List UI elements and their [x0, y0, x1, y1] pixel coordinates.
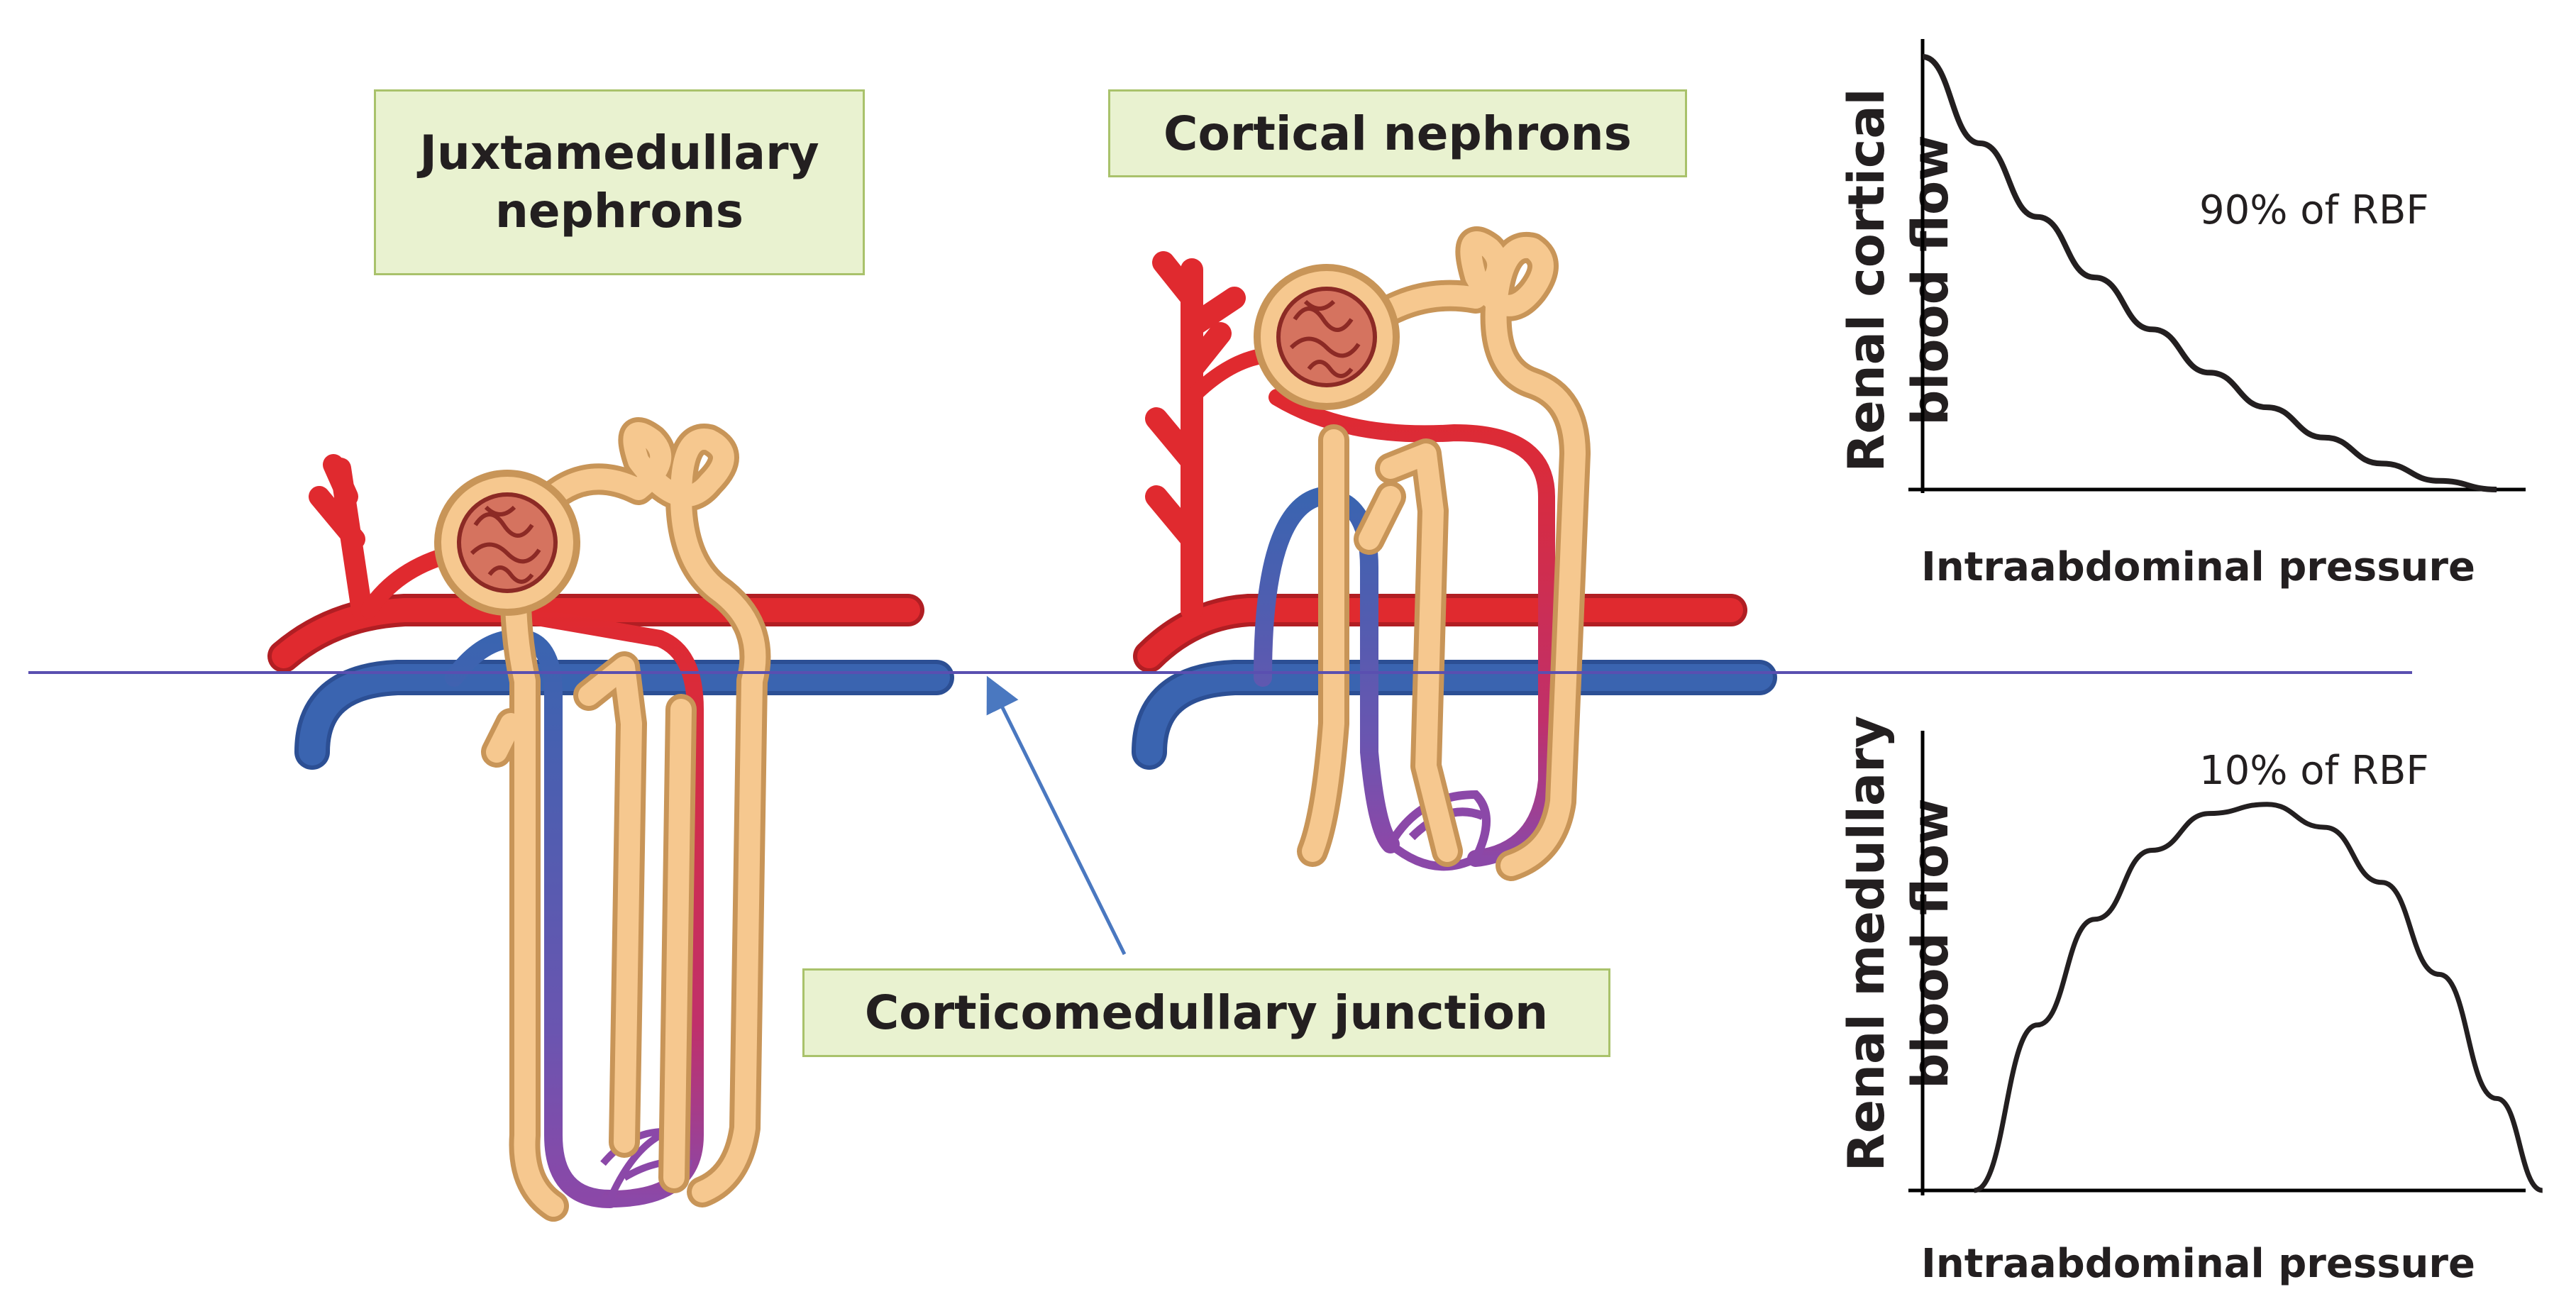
- corticomedullary-label: Corticomedullary junction: [802, 968, 1610, 1057]
- cortical-y-label-line2: blood flow: [1901, 135, 1959, 425]
- vasa-recta-vein-left: [445, 629, 619, 1208]
- cortical-flow-curve: [1922, 54, 2497, 492]
- cortical-nephron: [1132, 226, 1777, 881]
- medullary-x-label: Intraabdominal pressure: [1921, 1241, 2475, 1287]
- cortical-label: Cortical nephrons: [1108, 89, 1687, 177]
- cortical-flow-chart: Renal cortical blood flow 90% of RBF Int…: [1837, 39, 2526, 590]
- medullary-flow-chart: Renal medullary blood flow 10% of RBF In…: [1837, 716, 2543, 1287]
- cortical-y-label-line1: Renal cortical: [1837, 88, 1896, 472]
- medullary-y-label-line2: blood flow: [1901, 798, 1959, 1088]
- junction-arrow: [986, 675, 1127, 956]
- cortical-x-label: Intraabdominal pressure: [1921, 544, 2475, 590]
- medullary-annotation: 10% of RBF: [2199, 748, 2429, 794]
- juxtamedullary-label: Juxtamedullary nephrons: [374, 89, 865, 275]
- juxtamedullary-nephron: [267, 417, 954, 1222]
- medullary-flow-curve: [1973, 802, 2543, 1193]
- peritubular-artery-right: [1268, 389, 1555, 867]
- medullary-y-label-line1: Renal medullary: [1837, 716, 1896, 1172]
- cortical-annotation: 90% of RBF: [2199, 187, 2429, 233]
- vasa-recta-artery-left: [488, 602, 704, 1207]
